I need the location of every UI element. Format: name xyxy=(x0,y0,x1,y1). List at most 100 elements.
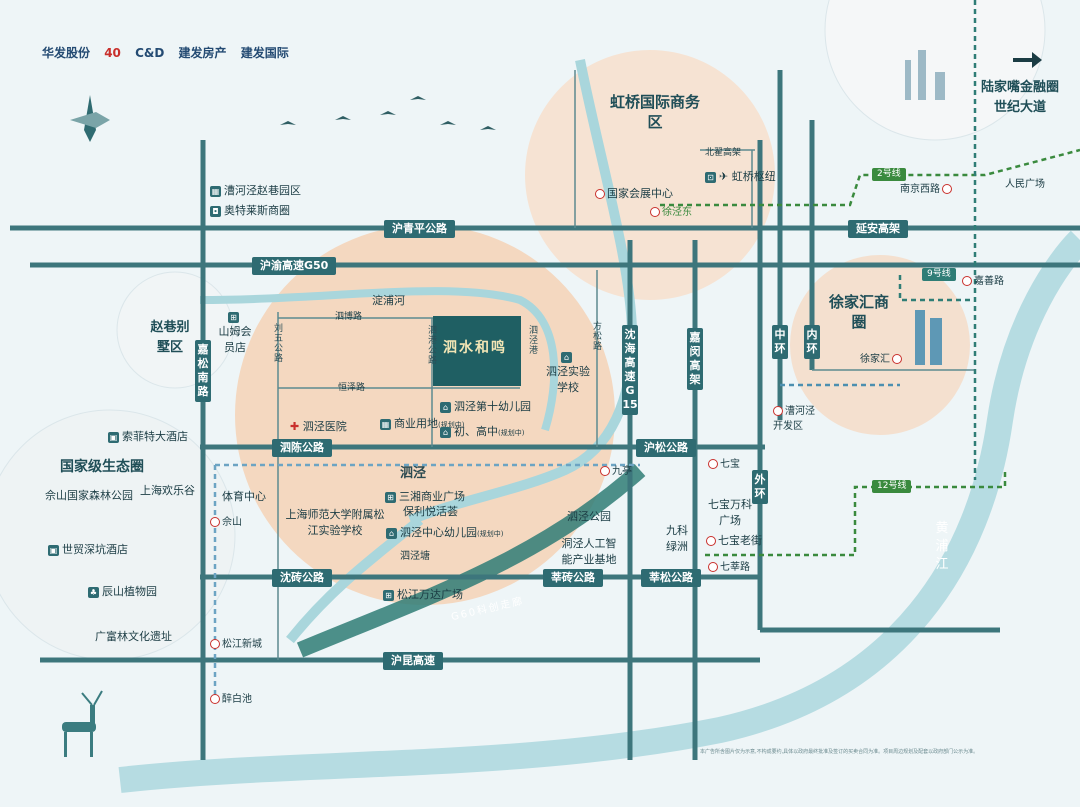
station-jiuting[interactable]: 九亭 xyxy=(600,462,632,477)
poi-sanxiang[interactable]: ⊞三湘商业广场 xyxy=(385,488,465,504)
region-xujiahui[interactable]: 徐家汇商圈 xyxy=(828,293,889,331)
poi-center-kg[interactable]: ⌂泗泾中心幼儿园(规划中) xyxy=(386,524,503,540)
park-icon: ♣ xyxy=(88,586,99,598)
hotel-icon: ▣ xyxy=(48,544,59,556)
poi-sijing-school[interactable]: ⌂泗泾实验学校 xyxy=(546,351,590,394)
poi-outlets[interactable]: ◘奥特莱斯商圈 xyxy=(210,202,290,218)
poi-sports[interactable]: 体育中心 xyxy=(222,490,266,503)
station-nanjingxi[interactable]: 南京西路 xyxy=(900,180,954,195)
metro-line2-badge: 2号线 xyxy=(872,168,906,181)
disclaimer: 本广告所含图片仅为示意,不构成要约,具体以政府最终批准及签订的买卖合同为准。项目… xyxy=(700,749,979,755)
metro-station-icon xyxy=(708,459,718,469)
road-label-neihuan[interactable]: 内环 xyxy=(804,325,820,359)
poi-qibao-wanke[interactable]: 七宝万科广场 xyxy=(708,498,752,527)
poi-hongqiao-hub[interactable]: ⊡✈ 虹桥枢纽 xyxy=(705,168,776,184)
poi-guangfulin[interactable]: 广富林文化遗址 xyxy=(95,630,172,643)
cart-icon: ⊞ xyxy=(228,311,239,323)
station-songjiangxincheng[interactable]: 松江新城 xyxy=(210,635,262,650)
station-qibao[interactable]: 七宝 xyxy=(708,455,740,470)
poi-chenshan[interactable]: ♣辰山植物园 xyxy=(88,585,157,598)
poi-sijing-park[interactable]: 泗泾公园 xyxy=(567,510,611,523)
location-pin-icon xyxy=(595,189,605,199)
poi-qibao-old[interactable]: 七宝老街 xyxy=(706,532,762,548)
road-label-shenzhuan[interactable]: 沈砖公路 xyxy=(272,569,332,587)
road-label-beihong: 北翟高架 xyxy=(705,148,742,158)
road-label-huqingping[interactable]: 沪青平公路 xyxy=(384,220,455,238)
metro-station-icon xyxy=(210,639,220,649)
road-label-zhonghuan[interactable]: 中环 xyxy=(772,325,788,359)
compass-icon xyxy=(70,95,110,142)
school-icon: ⌂ xyxy=(561,351,572,363)
arrow-right-icon xyxy=(1013,52,1042,68)
station-sheshan[interactable]: 佘山 xyxy=(210,513,242,528)
project-name[interactable]: 泗水和鸣 xyxy=(443,340,507,356)
region-lujiazui[interactable]: 陆家嘴金融圈世纪大道 xyxy=(980,80,1059,115)
poi-guohui[interactable]: 国家会展中心 xyxy=(595,185,673,201)
road-label-g50[interactable]: 沪渝高速G50 xyxy=(252,257,337,275)
hospital-icon: ✚ xyxy=(290,420,300,433)
river-label-sijingtang: 泗泾塘 xyxy=(400,551,430,562)
river-label-dianpu: 淀浦河 xyxy=(372,294,405,307)
poi-baoli[interactable]: 保利悦活荟 xyxy=(403,505,458,518)
cart-icon: ⊞ xyxy=(383,589,394,601)
metro-line2 xyxy=(660,148,1080,207)
road-label-shenhai[interactable]: 沈海高速G15 xyxy=(622,325,638,415)
logo-jianfa-guoji: 建发国际 xyxy=(240,46,289,60)
region-hongqiao[interactable]: 虹桥国际商务区 xyxy=(610,93,701,131)
poi-commercial[interactable]: ▦商业用地(规划中) xyxy=(380,417,465,430)
poi-happy-valley[interactable]: 上海欢乐谷 xyxy=(140,484,195,497)
metro-station-icon xyxy=(942,184,952,194)
poi-normal-school[interactable]: 上海师范大学附属松江实验学校 xyxy=(285,508,385,537)
school-icon: ⌂ xyxy=(440,401,451,413)
road-label-jiamin[interactable]: 嘉闵高架 xyxy=(687,328,703,390)
poi-ai-base[interactable]: 洞泾人工智能产业基地 xyxy=(561,537,617,566)
metro-station-icon xyxy=(210,517,220,527)
road-label-xinzhuan[interactable]: 莘砖公路 xyxy=(543,569,603,587)
road-label-sichen[interactable]: 泗陈公路 xyxy=(272,439,332,457)
station-qixin[interactable]: 七莘路 xyxy=(708,558,750,573)
school-icon: ⌂ xyxy=(386,527,397,539)
logo-cd: C&D xyxy=(135,46,165,60)
poi-shanlang[interactable]: ⊞山姆会员店 xyxy=(218,311,252,354)
metro-station-icon xyxy=(708,562,718,572)
poi-shikeng[interactable]: ▣世贸深坑酒店 xyxy=(48,543,128,556)
road-label-husong[interactable]: 沪松公路 xyxy=(636,439,696,457)
region-zhaoxiang[interactable]: 赵巷别墅区 xyxy=(150,320,190,355)
dianpu-river xyxy=(199,287,559,432)
poi-sheshan-forest[interactable]: 佘山国家森林公园 xyxy=(45,489,133,502)
road-label-hengze: 恒泽路 xyxy=(338,383,366,393)
poi-sijing-hospital[interactable]: ✚ 泗泾医院 xyxy=(290,420,347,433)
logo-huafa: 华发股份 xyxy=(42,46,91,60)
skyline-icon xyxy=(905,50,945,100)
station-caohejing[interactable]: 漕河泾开发区 xyxy=(773,406,815,432)
logo-jianfa-fangchan: 建发房产 xyxy=(178,46,227,60)
location-pin-icon xyxy=(706,536,716,546)
station-renmin[interactable]: 人民广场 xyxy=(1005,179,1045,190)
poi-kindergarten10[interactable]: ⌂泗泾第十幼儿园 xyxy=(440,398,531,414)
huangpu-river xyxy=(118,230,1080,793)
poi-highschool[interactable]: ⌂初、高中(规划中) xyxy=(440,423,524,439)
station-xujiahui[interactable]: 徐家汇 xyxy=(860,350,904,365)
lujiazui-circle xyxy=(824,0,1046,141)
region-sijing[interactable]: 泗泾 xyxy=(400,466,427,481)
poi-wanda[interactable]: ⊞松江万达广场 xyxy=(383,586,463,602)
building-icon: ▦ xyxy=(210,185,221,197)
station-jiashan[interactable]: 嘉善路 xyxy=(962,272,1004,287)
train-icon: ⊡ xyxy=(705,171,716,183)
station-zuibaichi[interactable]: 醉白池 xyxy=(210,690,252,705)
road-label-xinsong[interactable]: 莘松公路 xyxy=(641,569,701,587)
road-label-jiasong[interactable]: 嘉松南路 xyxy=(195,340,211,402)
road-label-hukun[interactable]: 沪昆高速 xyxy=(383,652,443,670)
road-label-waihuan[interactable]: 外环 xyxy=(752,470,768,504)
station-xujingdong[interactable]: 徐泾东 xyxy=(650,203,692,218)
poi-jiuke[interactable]: 九科绿洲 xyxy=(666,524,688,553)
metro-line9-badge: 9号线 xyxy=(922,268,956,281)
region-eco[interactable]: 国家级生态圈 xyxy=(60,459,144,475)
metro-station-icon xyxy=(650,207,660,217)
metro-station-icon xyxy=(892,354,902,364)
road-label-yanan[interactable]: 延安高架 xyxy=(848,220,908,238)
poi-cao-zhao[interactable]: ▦漕河泾赵巷园区 xyxy=(210,184,301,197)
poi-sofitel[interactable]: ▣索菲特大酒店 xyxy=(108,430,188,443)
metro-station-icon xyxy=(210,694,220,704)
